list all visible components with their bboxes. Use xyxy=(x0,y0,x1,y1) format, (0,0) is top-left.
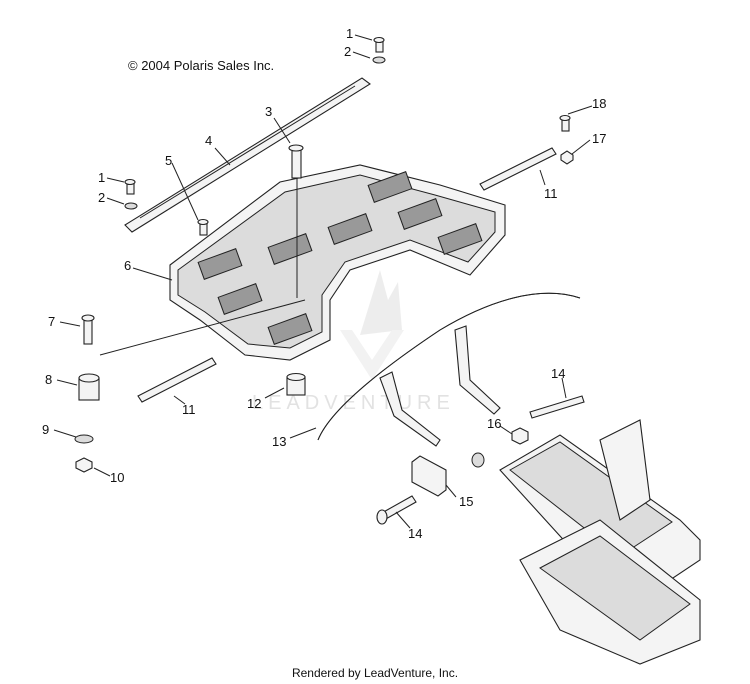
bolt-14-upper xyxy=(529,395,585,419)
vehicle-frame xyxy=(499,419,701,665)
nut-10 xyxy=(75,457,93,473)
rack-tube-13 xyxy=(317,292,581,447)
bolt-5 xyxy=(197,218,209,236)
fastener-top xyxy=(372,36,386,64)
callout: 12 xyxy=(247,396,261,411)
spacer-12 xyxy=(286,372,306,396)
washer-9 xyxy=(74,434,94,444)
callout: 10 xyxy=(110,470,124,485)
callout: 11 xyxy=(544,186,558,201)
fastener-left xyxy=(124,178,138,210)
bolt-18 xyxy=(559,114,571,132)
bracket-11-left xyxy=(137,357,217,403)
bolt-3 xyxy=(288,144,304,179)
leader-lines xyxy=(53,34,593,529)
callout: 8 xyxy=(45,372,52,387)
callout: 18 xyxy=(592,96,606,111)
callout: 1 xyxy=(346,26,353,41)
callout: 2 xyxy=(98,190,105,205)
callout: 4 xyxy=(205,133,212,148)
callout: 3 xyxy=(265,104,272,119)
callout: 7 xyxy=(48,314,55,329)
callout: 16 xyxy=(487,416,501,431)
callout: 15 xyxy=(459,494,473,509)
callout: 6 xyxy=(124,258,131,273)
callout: 11 xyxy=(182,402,196,417)
plate-15 xyxy=(411,455,447,497)
footer-credit: Rendered by LeadVenture, Inc. xyxy=(291,666,459,680)
callout: 5 xyxy=(165,153,172,168)
bracket-11-right xyxy=(479,147,557,191)
callout-labels: 1 2 3 4 5 1 2 6 7 8 9 10 11 12 13 14 16 … xyxy=(42,26,606,541)
spacer-8 xyxy=(78,373,100,401)
nut-17 xyxy=(560,150,574,165)
callout: 14 xyxy=(408,526,422,541)
callout: 2 xyxy=(344,44,351,59)
callout: 1 xyxy=(98,170,105,185)
callout: 9 xyxy=(42,422,49,437)
nut-16 xyxy=(471,427,529,468)
bolt-7 xyxy=(81,314,95,345)
rack-platform xyxy=(99,164,506,361)
bolt-14-lower xyxy=(376,495,417,525)
callout: 13 xyxy=(272,434,286,449)
copyright-notice: © 2004 Polaris Sales Inc. xyxy=(128,58,275,73)
watermark-logo xyxy=(340,270,404,380)
callout: 17 xyxy=(592,131,606,146)
callout: 14 xyxy=(551,366,565,381)
